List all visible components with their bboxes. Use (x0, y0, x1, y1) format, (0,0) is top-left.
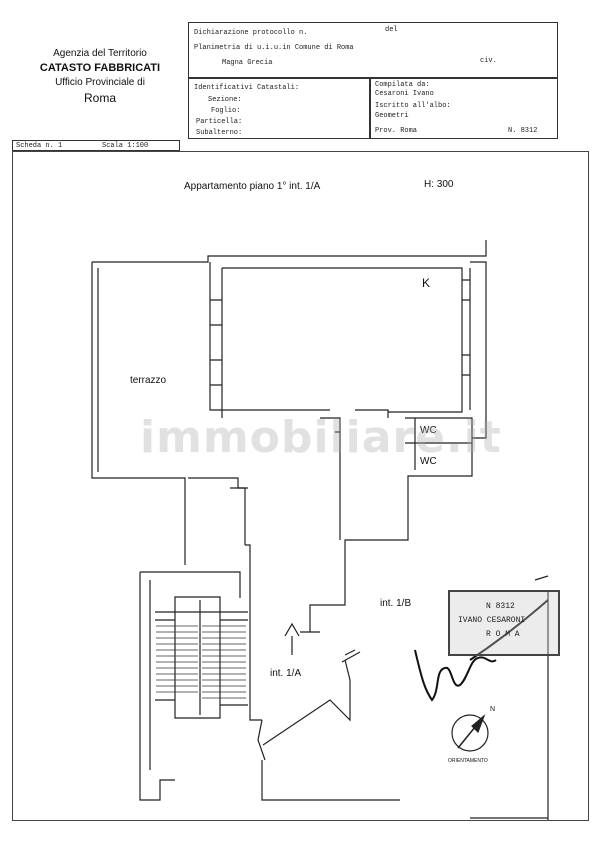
stamp-name: IVANO CESARONI (458, 616, 526, 625)
identificativi-box (188, 78, 370, 139)
street-label: Magna Grecia (222, 59, 273, 67)
catasto-title: CATASTO FABBRICATI (39, 62, 161, 74)
professional-stamp: N 8312 IVANO CESARONI R O M A (448, 590, 560, 656)
plan-frame (12, 151, 589, 821)
watermark-logo: immobiliare.it (140, 412, 502, 463)
scala-label: Scala 1:100 (102, 142, 149, 150)
terrace-outline (92, 240, 487, 263)
wc-label-upper: WC (420, 425, 437, 436)
dichiarazione-label: Dichiarazione protocollo n. (194, 29, 308, 37)
agency-name: Agenzia del Territorio (53, 48, 147, 59)
entrance-arrow (284, 622, 300, 655)
compass (451, 714, 489, 752)
kitchen-label: K (422, 276, 431, 290)
stamp-number: N 8312 (486, 602, 515, 611)
north-label: N (490, 706, 496, 713)
stamp-city: R O M A (486, 630, 520, 639)
del-label: del (385, 26, 398, 34)
int-a-label: int. 1/A (270, 668, 302, 679)
scheda-label: Scheda n. 1 (16, 142, 63, 150)
protocol-box (188, 22, 558, 78)
particella-label: Particella: (196, 118, 243, 126)
civ-label: civ. (480, 57, 497, 65)
subalterno-label: Subalterno: (196, 129, 243, 137)
planimetria-label: Planimetria di u.i.u.in Comune di Roma (194, 44, 354, 52)
plan-title: Appartamento piano 1° int. 1/A (184, 181, 321, 192)
terrace-label: terrazzo (130, 375, 167, 386)
apartment-walls (209, 262, 330, 411)
orientamento-label: ORIENTAMENTO (448, 758, 488, 764)
scheda-box (12, 140, 180, 151)
albo-label: Geometri (375, 112, 409, 120)
sezione-label: Sezione: (208, 96, 242, 104)
identificativi-title: Identificativi Catastali: (194, 84, 300, 92)
ufficio-label: Ufficio Provinciale di (55, 77, 145, 88)
foglio-label: Foglio: (211, 107, 241, 115)
compilata-name: Cesaroni Ivano (375, 90, 434, 98)
compilata-label: Compilata da: (375, 81, 430, 89)
stairwell (140, 571, 241, 598)
numero-label: N. 8312 (508, 127, 538, 135)
prov-label: Prov. Roma (375, 127, 418, 135)
city-label: Roma (83, 91, 116, 105)
wc-walls (309, 417, 473, 632)
stair-treads (156, 625, 246, 699)
wc-label-lower: WC (420, 456, 437, 467)
compilata-box (370, 78, 558, 139)
int-b-label: int. 1/B (380, 598, 412, 609)
plan-height: H: 300 (424, 179, 454, 190)
iscritto-label: Iscritto all'albo: (375, 102, 451, 110)
